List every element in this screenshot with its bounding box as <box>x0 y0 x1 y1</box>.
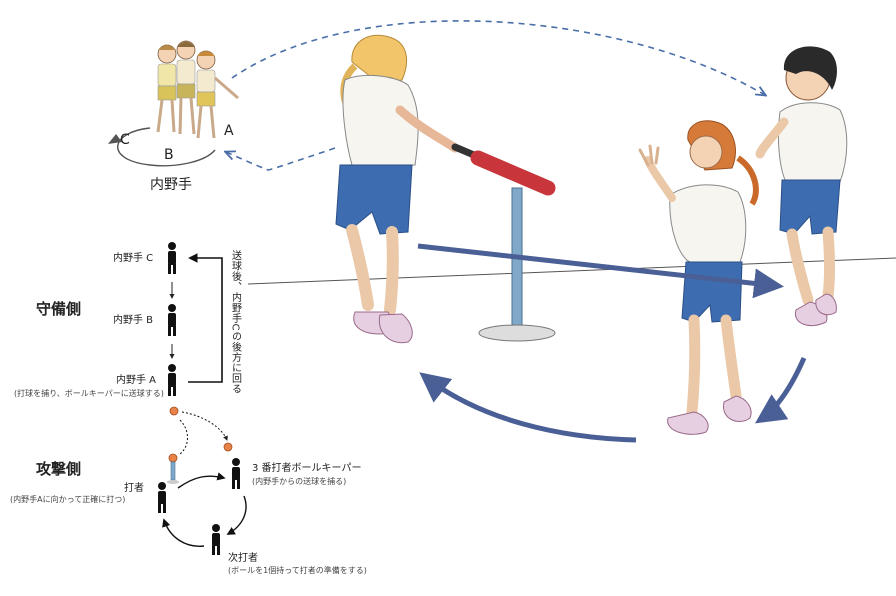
rotation-arrow-left <box>419 372 637 443</box>
ball-keeper-note: (内野手からの送球を捕る) <box>252 477 347 486</box>
rotation-bracket-arrow <box>188 253 223 383</box>
batter-girl <box>335 34 460 344</box>
next-batter-label: 次打者 <box>228 553 258 564</box>
player-icon-ball-keeper <box>232 458 240 489</box>
defense-side-label: 守備側 <box>36 300 82 318</box>
throw-arrow-top <box>231 20 765 95</box>
player-icon-batter <box>158 482 166 513</box>
boy-ball-keeper <box>755 46 848 326</box>
batting-tee <box>451 143 556 342</box>
next-batter-note: (ボールを1個持って打者の準備をする) <box>228 566 367 575</box>
fielder-a-note: (打球を捕り、ボールキーパーに送球する) <box>14 389 164 398</box>
schematic <box>158 242 247 555</box>
fielder-c-label: 内野手 C <box>113 253 154 264</box>
ball-icon <box>169 406 179 416</box>
offense-side-label: 攻撃側 <box>36 460 82 478</box>
letter-b: B <box>164 147 174 163</box>
ground-line <box>247 257 896 285</box>
player-icon-next-batter <box>212 524 220 555</box>
letter-c: C <box>120 132 130 148</box>
infielder-group <box>108 40 239 167</box>
ball-path-arrow <box>417 243 784 299</box>
batter-note: (内野手Aに向かって正確に打つ) <box>10 495 126 504</box>
fielder-a-label: 内野手 A <box>116 375 157 386</box>
rotation-loop-arrow <box>117 127 216 167</box>
letter-a: A <box>224 123 234 139</box>
rotation-note: 送球後、内野手Cの後方に回る <box>229 250 241 394</box>
fielder-b-label: 内野手 B <box>113 315 154 326</box>
ball-keeper-label: 3 番打者ボールキーパー <box>252 463 362 474</box>
rotation-arrow-right <box>755 356 807 424</box>
ball-icon <box>168 453 178 463</box>
infield-label: 内野手 <box>150 177 192 193</box>
throw-arrow-return <box>226 147 336 171</box>
player-icon-fielder-c <box>168 242 176 274</box>
ball-icon <box>223 442 233 452</box>
player-icon-fielder-b <box>168 304 176 336</box>
batter-label: 打者 <box>124 483 144 494</box>
player-icon-fielder-a <box>168 364 176 396</box>
tee-icon <box>170 461 176 481</box>
